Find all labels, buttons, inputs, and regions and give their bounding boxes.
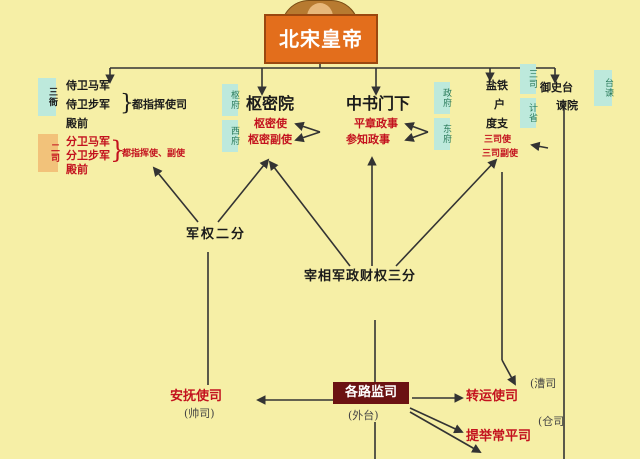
deputy-titles: 都指挥使、副使: [122, 149, 186, 159]
ever-normal-office: 提举常平司: [466, 429, 532, 444]
ever-normal-tag: (仓司: [538, 415, 565, 428]
shumi-side-arrow-2: [294, 131, 321, 143]
zhongshu-tag-1: 政府: [434, 82, 451, 114]
zhongshu-side-arrow-1: [404, 122, 429, 133]
military-split-arrow-left: [152, 166, 199, 223]
sansi-commissioner: 三司使: [484, 135, 512, 145]
censorate: 御史台: [540, 81, 573, 94]
brace-1: }: [120, 91, 134, 116]
transport-office: 转运使司: [466, 389, 519, 404]
cavalry-guard: 侍卫马军: [66, 79, 110, 92]
deputy-palace: 殿前: [66, 163, 88, 176]
households: 户: [494, 98, 505, 111]
three-split-arrow-right: [395, 158, 498, 267]
circuit-supervisors-box: 各路监司: [333, 382, 409, 404]
zhongshu-menxia: 中书门下: [346, 94, 411, 113]
pacification-tag: (帅司): [184, 407, 215, 420]
deputy-cavalry: 分卫马军: [66, 135, 110, 148]
outer-tag: (外台): [348, 409, 379, 422]
liangsi-tag: 二司: [38, 134, 59, 172]
infantry-guard: 侍卫步军: [66, 98, 110, 111]
shumi-side-arrow-1: [294, 121, 321, 133]
sansi-tag: 三司: [520, 64, 537, 94]
palace-front: 殿前: [66, 117, 88, 130]
commander-offices: 都指挥使司: [132, 98, 187, 111]
remonstrance: 谏院: [556, 99, 578, 112]
emperor-box: 北宋皇帝: [264, 14, 378, 64]
zhongshu-side-arrow-2: [404, 131, 429, 142]
military-split-arrow-right: [217, 158, 270, 223]
accounts-tag: 计省: [520, 98, 537, 128]
shumi-yuan: 枢密院: [246, 94, 295, 113]
three-way-split-label: 宰相军政财权三分: [304, 269, 417, 284]
salt-iron: 盐铁: [486, 79, 508, 92]
revenue: 度支: [486, 117, 508, 130]
sansi-deputy: 三司副使: [482, 149, 519, 159]
shumi-tag-1: 枢府: [222, 84, 239, 116]
military-split-label: 军权二分: [186, 227, 247, 242]
zhongshu-tag-2: 东府: [434, 118, 451, 150]
shumi-vice-commissioner: 枢密副使: [248, 133, 292, 146]
censorate-tag: 台谏: [594, 70, 613, 106]
sanya-tag: 三衙: [38, 78, 57, 116]
sansi-side-arrow: [530, 141, 549, 152]
arrow-to-ever-normal: [409, 407, 464, 434]
brace-2: }: [110, 136, 126, 164]
shumi-tag-2: 西府: [222, 120, 239, 152]
deputy-infantry: 分卫步军: [66, 149, 110, 162]
pacification-office: 安抚使司: [170, 389, 223, 404]
arrow-down-right: [409, 411, 482, 453]
three-split-arrow-left: [268, 160, 351, 267]
chancellor: 平章政事: [354, 117, 398, 130]
vice-chancellor: 参知政事: [346, 133, 390, 146]
finance-to-transport: [501, 359, 516, 386]
transport-tag: (漕司: [530, 377, 557, 390]
shumi-commissioner: 枢密使: [254, 117, 287, 130]
